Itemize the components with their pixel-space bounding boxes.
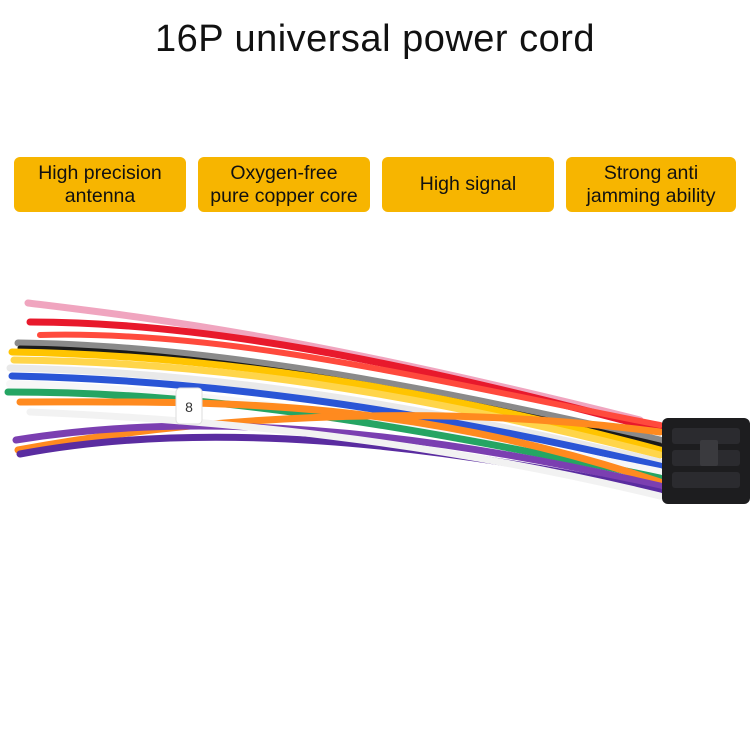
wires xyxy=(4,299,664,500)
wire-green xyxy=(4,388,664,482)
wire-purple-1 xyxy=(12,422,664,490)
wire-red-2 xyxy=(37,331,663,428)
sleeve-label: 8 xyxy=(185,399,193,415)
feature-badges: High precision antenna Oxygen-free pure … xyxy=(14,157,736,213)
feature-badge-copper-core: Oxygen-free pure copper core xyxy=(198,157,370,212)
feature-badge-signal: High signal xyxy=(382,157,554,212)
wire-gray xyxy=(14,339,664,444)
wire-orange-2 xyxy=(14,412,664,454)
connector xyxy=(662,418,750,504)
wire-white-3 xyxy=(26,408,664,500)
wire-sleeve: 8 xyxy=(175,387,203,425)
wire-light-yellow xyxy=(10,356,664,459)
feature-badge-anti-jamming: Strong anti jamming ability xyxy=(566,157,736,212)
power-cord-photo: 8 xyxy=(4,299,750,504)
page-title: 16P universal power cord xyxy=(154,18,596,60)
wire-white-1 xyxy=(6,364,664,466)
feature-badge-antenna: High precision antenna xyxy=(14,157,186,212)
wire-blue xyxy=(8,372,664,470)
wire-orange xyxy=(16,398,664,486)
